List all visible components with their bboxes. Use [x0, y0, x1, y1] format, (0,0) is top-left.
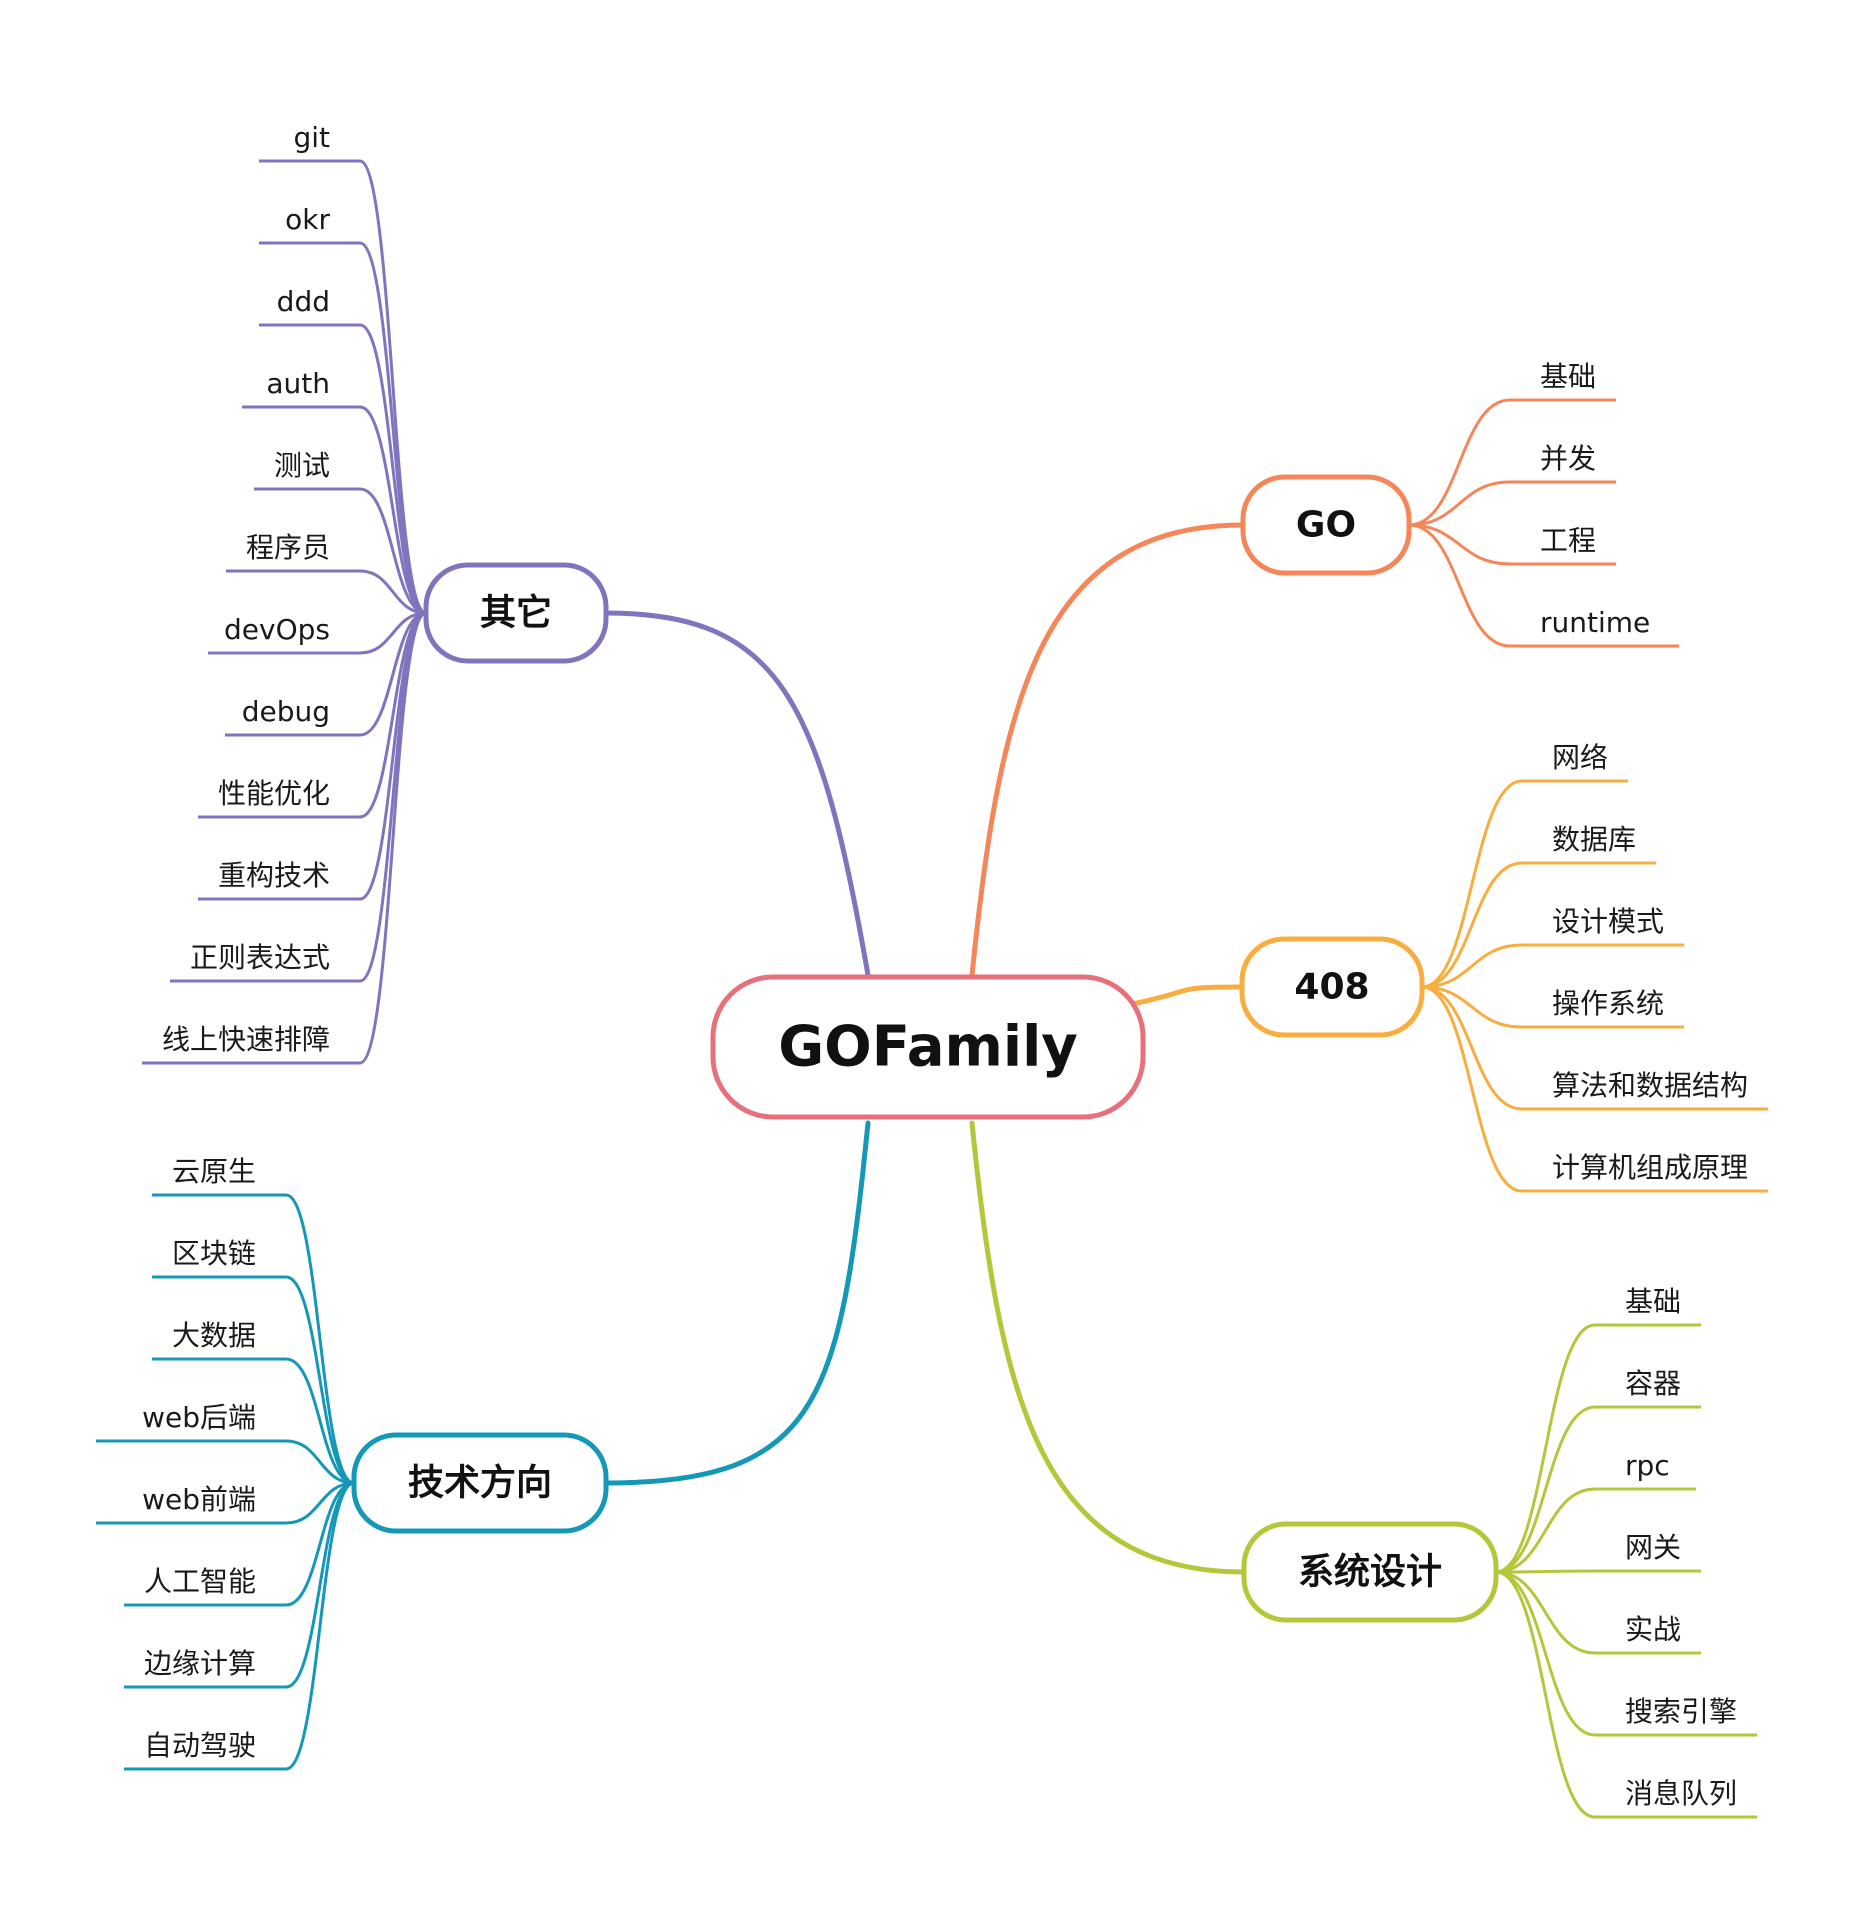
- leaf-connector: [1408, 480, 1616, 527]
- leaf-connector: [198, 611, 427, 819]
- leaf-connector: [96, 1481, 355, 1525]
- leaf-label: 基础: [1625, 1285, 1681, 1318]
- branch-label-other: 其它: [480, 593, 552, 634]
- leaf-connector: [152, 1275, 355, 1485]
- leaf-label: 区块链: [172, 1237, 256, 1270]
- leaf-label: 性能优化: [218, 777, 330, 810]
- branch-connector-system-design: [969, 1120, 1247, 1575]
- leaf-connector: [124, 1481, 355, 1771]
- branch-connector-go: [969, 522, 1246, 978]
- leaf-label: 网络: [1552, 741, 1608, 774]
- branch-label-go: GO: [1296, 505, 1356, 546]
- leaf-connector: [1421, 861, 1656, 989]
- leaf-connector: [1495, 1569, 1701, 1574]
- branch-label-system-design: 系统设计: [1298, 1552, 1442, 1593]
- leaf-connector: [1495, 1570, 1701, 1655]
- leaf-label: 正则表达式: [190, 941, 330, 974]
- leaf-connector: [225, 611, 427, 737]
- leaf-label: debug: [242, 695, 330, 728]
- leaf-label: 测试: [274, 449, 330, 482]
- leaf-label: 实战: [1625, 1613, 1681, 1646]
- leaf-label: 容器: [1625, 1367, 1681, 1400]
- leaf-connector: [1421, 779, 1628, 989]
- branch-connector-other: [603, 610, 871, 978]
- center-node-box: [710, 974, 1146, 1120]
- node-layer: GOFamilyGO基础并发工程runtime408网络数据库设计模式操作系统算…: [142, 121, 1748, 1810]
- leaf-label: ddd: [277, 285, 330, 318]
- leaf-connector: [1408, 523, 1616, 566]
- leaf-label: 网关: [1625, 1531, 1681, 1564]
- leaf-connector: [1408, 398, 1616, 527]
- leaf-connector: [1495, 1487, 1696, 1574]
- leaf-label: 大数据: [172, 1319, 256, 1352]
- leaf-connector: [152, 1193, 355, 1485]
- leaf-connector: [96, 1439, 355, 1485]
- leaf-label: 云原生: [172, 1155, 256, 1188]
- leaf-label: auth: [266, 367, 330, 400]
- leaf-label: web前端: [142, 1483, 256, 1516]
- leaf-label: 工程: [1540, 524, 1596, 557]
- branch-connector-tech-direction: [603, 1120, 871, 1486]
- leaf-connector: [259, 323, 427, 615]
- leaf-label: 搜索引擎: [1625, 1695, 1737, 1728]
- leaf-label: 数据库: [1552, 823, 1636, 856]
- leaf-connector: [124, 1481, 355, 1607]
- leaf-label: devOps: [224, 613, 330, 646]
- leaf-connector: [1495, 1570, 1757, 1737]
- branch-node-other: [423, 562, 609, 664]
- leaf-label: 边缘计算: [144, 1647, 256, 1680]
- leaf-connector: [208, 611, 427, 655]
- leaf-connector: [254, 487, 427, 615]
- leaf-connector: [1495, 1570, 1757, 1819]
- branch-node-tech-direction: [351, 1432, 609, 1534]
- leaf-connector: [1421, 985, 1768, 1193]
- leaf-label: 算法和数据结构: [1552, 1069, 1748, 1102]
- leaf-label: web后端: [142, 1401, 256, 1434]
- leaf-connector: [1495, 1405, 1701, 1574]
- leaf-label: 自动驾驶: [144, 1729, 256, 1762]
- leaf-label: runtime: [1540, 606, 1650, 639]
- center-node-label: GOFamily: [778, 1015, 1078, 1080]
- leaf-connector: [1495, 1323, 1701, 1574]
- leaf-label: rpc: [1625, 1449, 1670, 1482]
- branch-node-go: [1240, 474, 1412, 576]
- leaf-connector: [1421, 985, 1768, 1111]
- leaf-label: 基础: [1540, 360, 1596, 393]
- branch-label-tech-direction: 技术方向: [408, 1463, 552, 1504]
- leaf-label: 消息队列: [1625, 1777, 1737, 1810]
- branch-node-408: [1239, 936, 1425, 1038]
- leaf-label: 并发: [1540, 442, 1596, 475]
- leaf-label: 操作系统: [1552, 987, 1664, 1020]
- leaf-connector: [152, 1357, 355, 1485]
- leaf-label: okr: [285, 203, 330, 236]
- leaf-label: 线上快速排障: [162, 1023, 330, 1056]
- leaf-connector: [1421, 943, 1684, 989]
- leaf-connector: [1421, 985, 1684, 1029]
- leaf-label: 设计模式: [1552, 905, 1664, 938]
- leaf-label: git: [293, 121, 330, 154]
- leaf-connector: [1408, 523, 1679, 648]
- branch-node-system-design: [1241, 1521, 1499, 1623]
- leaf-label: 计算机组成原理: [1552, 1151, 1748, 1184]
- leaf-connector: [242, 405, 427, 615]
- leaf-label: 人工智能: [144, 1565, 256, 1598]
- leaf-label: 重构技术: [218, 859, 330, 892]
- leaf-label: 程序员: [246, 531, 330, 564]
- branch-label-408: 408: [1294, 967, 1369, 1008]
- branch-connector-408: [1129, 984, 1245, 1007]
- leaf-connector: [124, 1481, 355, 1689]
- leaf-connector: [142, 611, 427, 1065]
- connector-layer: [96, 159, 1768, 1819]
- leaf-connector: [226, 569, 427, 615]
